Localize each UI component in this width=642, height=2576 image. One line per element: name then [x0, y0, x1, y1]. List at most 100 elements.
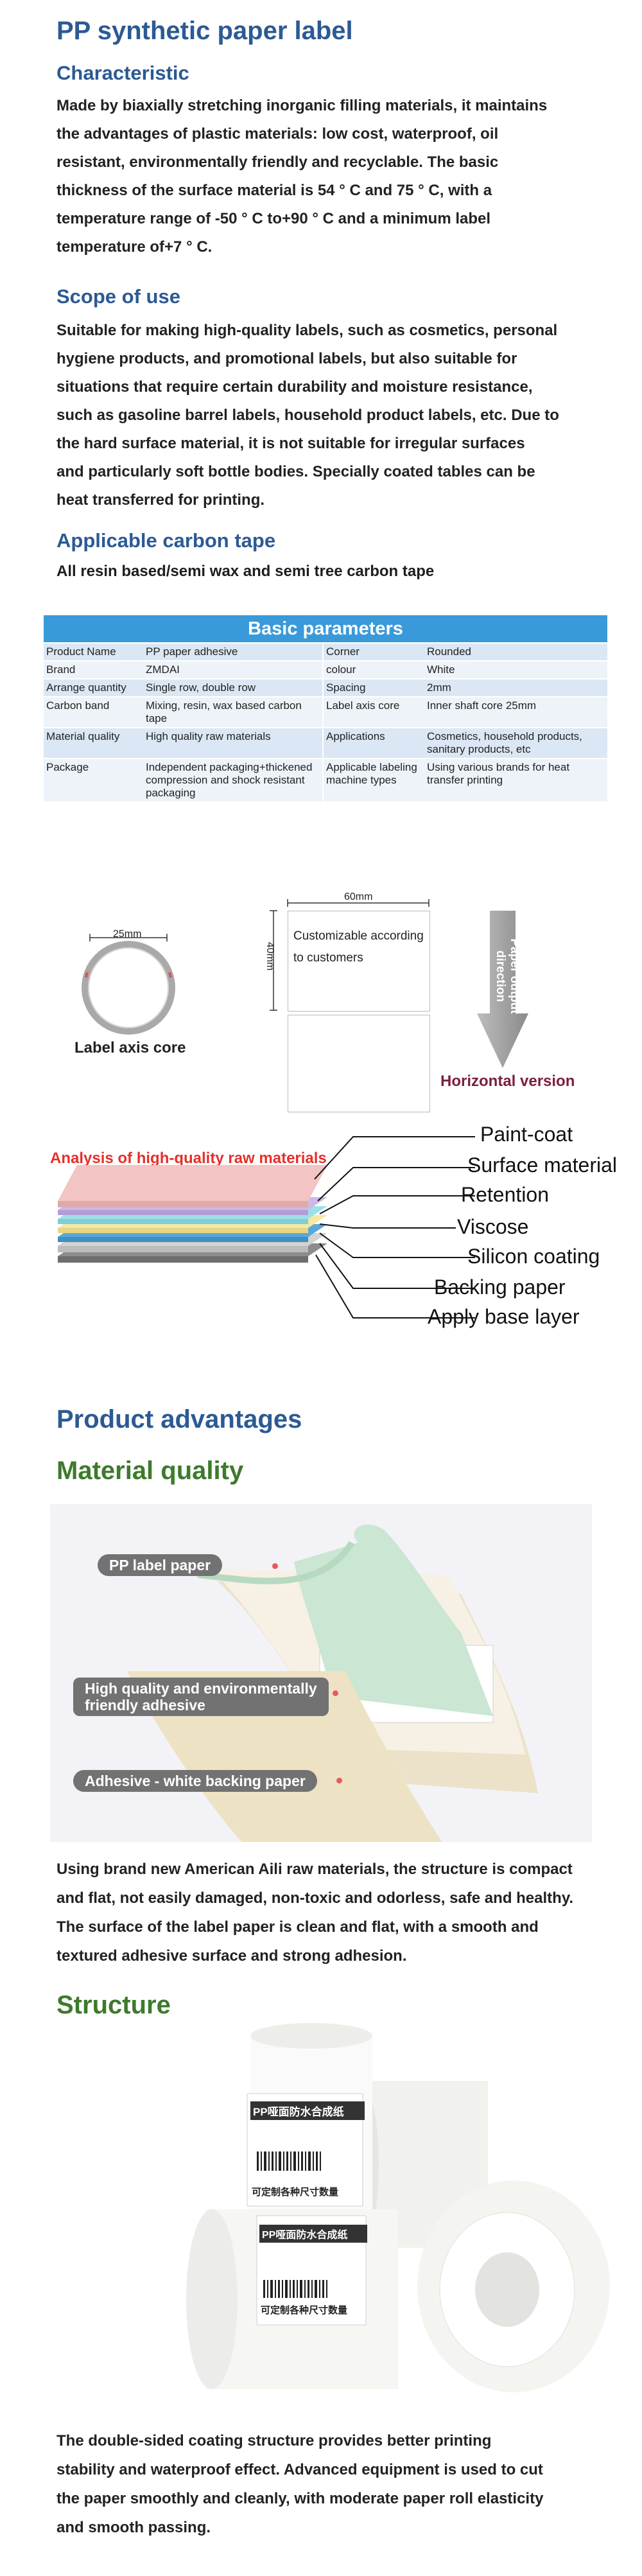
callout-adhesive: High quality and environmentally friendl…: [73, 1678, 329, 1716]
text-line: thickness of the surface material is 54 …: [56, 182, 492, 199]
analysis-label: Analysis of high-quality raw materials: [50, 1150, 327, 1167]
layer-label: Surface material: [467, 1153, 617, 1177]
callout-dot: [272, 1563, 278, 1569]
table-row: Arrange quantity Single row, double row …: [44, 679, 607, 697]
leader-line: [315, 1254, 475, 1319]
text-line: The surface of the label paper is clean …: [56, 1918, 539, 1936]
material-image: PP label paper High quality and environm…: [50, 1504, 592, 1842]
text-line: Made by biaxially stretching inorganic f…: [56, 97, 548, 114]
text-line: and smooth passing.: [56, 2519, 211, 2536]
layer-surface-edge: [58, 1210, 308, 1215]
layer-viscose-edge: [58, 1228, 308, 1233]
roll-right-core: [475, 2252, 539, 2327]
rolls-image: PP哑面防水合成纸 可定制各种尺寸数量 PP哑面防水合成纸 可定制各种尺寸数量: [0, 2023, 642, 2402]
layer-base-edge: [58, 1256, 308, 1263]
label-card-bottom: [288, 1015, 430, 1112]
param-key: Package: [44, 758, 143, 803]
text-line: temperature of+7 ° C.: [56, 238, 213, 256]
text-line: situations that require certain durabili…: [56, 378, 533, 396]
parameters-title: Basic parameters: [44, 615, 607, 644]
table-row: Material quality High quality raw materi…: [44, 728, 607, 759]
param-value: Mixing, resin, wax based carbon tape: [143, 697, 324, 728]
param-key: Label axis core: [323, 697, 424, 728]
roll-label-title: PP哑面防水合成纸: [250, 2101, 365, 2120]
param-key: Corner: [323, 644, 424, 662]
roll-bottom-left-face: [186, 2209, 238, 2389]
page-title: PP synthetic paper label: [56, 17, 353, 45]
text-line: textured adhesive surface and strong adh…: [56, 1947, 407, 1965]
callout-line: High quality and environmentally: [85, 1680, 317, 1697]
param-value: 2mm: [424, 679, 607, 697]
param-key: Material quality: [44, 728, 143, 759]
layer-label: Backing paper: [434, 1275, 566, 1299]
table-row: Package Independent packaging+thickened …: [44, 758, 607, 803]
param-value: White: [424, 661, 607, 679]
core-marker-right: [168, 972, 172, 978]
parameters-table: Basic parameters Product Name PP paper a…: [44, 615, 607, 803]
leader-line: [317, 1167, 475, 1202]
param-value: High quality raw materials: [143, 728, 324, 759]
barcode: [257, 2151, 321, 2171]
core-ring: [82, 941, 175, 1035]
arrow-shape: [477, 911, 528, 1068]
table-row: Brand ZMDAI colour White: [44, 661, 607, 679]
text-line: resistant, environmentally friendly and …: [56, 153, 499, 171]
callout-dot: [333, 1690, 338, 1696]
output-direction-arrow: [477, 911, 528, 1068]
param-key: Brand: [44, 661, 143, 679]
carbon-heading: Applicable carbon tape: [56, 529, 276, 552]
layer-retention-edge: [58, 1219, 308, 1224]
text-line: the paper smoothly and cleanly, with mod…: [56, 2490, 544, 2507]
callout-dot: [336, 1778, 342, 1783]
layer-label: Viscose: [457, 1215, 529, 1238]
param-value: Cosmetics, household products, sanitary …: [424, 728, 607, 759]
roll-label-title: PP哑面防水合成纸: [259, 2225, 367, 2243]
layer-paint: [58, 1165, 327, 1201]
text-line: stability and waterproof effect. Advance…: [56, 2461, 543, 2478]
param-value: PP paper adhesive: [143, 644, 324, 662]
layer-label: Silicon coating: [467, 1245, 600, 1268]
layer-backing-edge: [58, 1246, 308, 1252]
param-key: colour: [323, 661, 424, 679]
leader-line: [319, 1243, 475, 1289]
param-key: Arrange quantity: [44, 679, 143, 697]
text-line: hygiene products, and promotional labels…: [56, 350, 517, 367]
core-inner-ring: [88, 947, 169, 1028]
param-key: Carbon band: [44, 697, 143, 728]
pp-paper-shape: [294, 1524, 493, 1716]
text-line: The double-sided coating structure provi…: [56, 2432, 492, 2449]
callout-pp-paper: PP label paper: [98, 1554, 223, 1576]
layer-label: Retention: [461, 1183, 549, 1206]
param-key: Applications: [323, 728, 424, 759]
param-value: Using various brands for heat transfer p…: [424, 758, 607, 803]
roll-label-sub: 可定制各种尺寸数量: [252, 2187, 339, 2198]
label-card-top: Customizable according to customers: [288, 911, 430, 1012]
height-dimension: 40mm: [265, 942, 276, 971]
core-dimension: 25mm: [113, 929, 142, 940]
text-line: temperature range of -50 ° C to+90 ° C a…: [56, 210, 491, 227]
text-line: heat transferred for printing.: [56, 491, 265, 509]
text-line: Using brand new American Aili raw materi…: [56, 1861, 573, 1878]
layer-label: Apply base layer: [428, 1305, 580, 1328]
param-key: Spacing: [323, 679, 424, 697]
param-value: Rounded: [424, 644, 607, 662]
parameters-grid: Product Name PP paper adhesive Corner Ro…: [44, 644, 607, 803]
rolls-illustration: [186, 2023, 610, 2392]
callout-backing: Adhesive - white backing paper: [73, 1770, 317, 1792]
param-value: Inner shaft core 25mm: [424, 697, 607, 728]
direction-label: Paper output direction: [494, 938, 521, 1014]
structure-text: The double-sided coating structure provi…: [56, 2426, 599, 2542]
text-line: such as gasoline barrel labels, househol…: [56, 407, 559, 424]
param-value: Independent packaging+thickened compress…: [143, 758, 324, 803]
advantages-heading: Product advantages: [56, 1405, 302, 1433]
scope-heading: Scope of use: [56, 285, 180, 308]
param-key: Product Name: [44, 644, 143, 662]
text-line: and flat, not easily damaged, non-toxic …: [56, 1889, 574, 1907]
card-text: Customizable according to customers: [293, 929, 424, 965]
horizontal-label: Horizontal version: [440, 1073, 575, 1090]
material-text: Using brand new American Aili raw materi…: [56, 1855, 599, 1970]
layer-stack-diagram: [58, 1136, 475, 1319]
text-line: the advantages of plastic materials: low…: [56, 125, 499, 143]
text-line: Suitable for making high-quality labels,…: [56, 322, 558, 339]
callout-line: friendly adhesive: [85, 1697, 205, 1713]
